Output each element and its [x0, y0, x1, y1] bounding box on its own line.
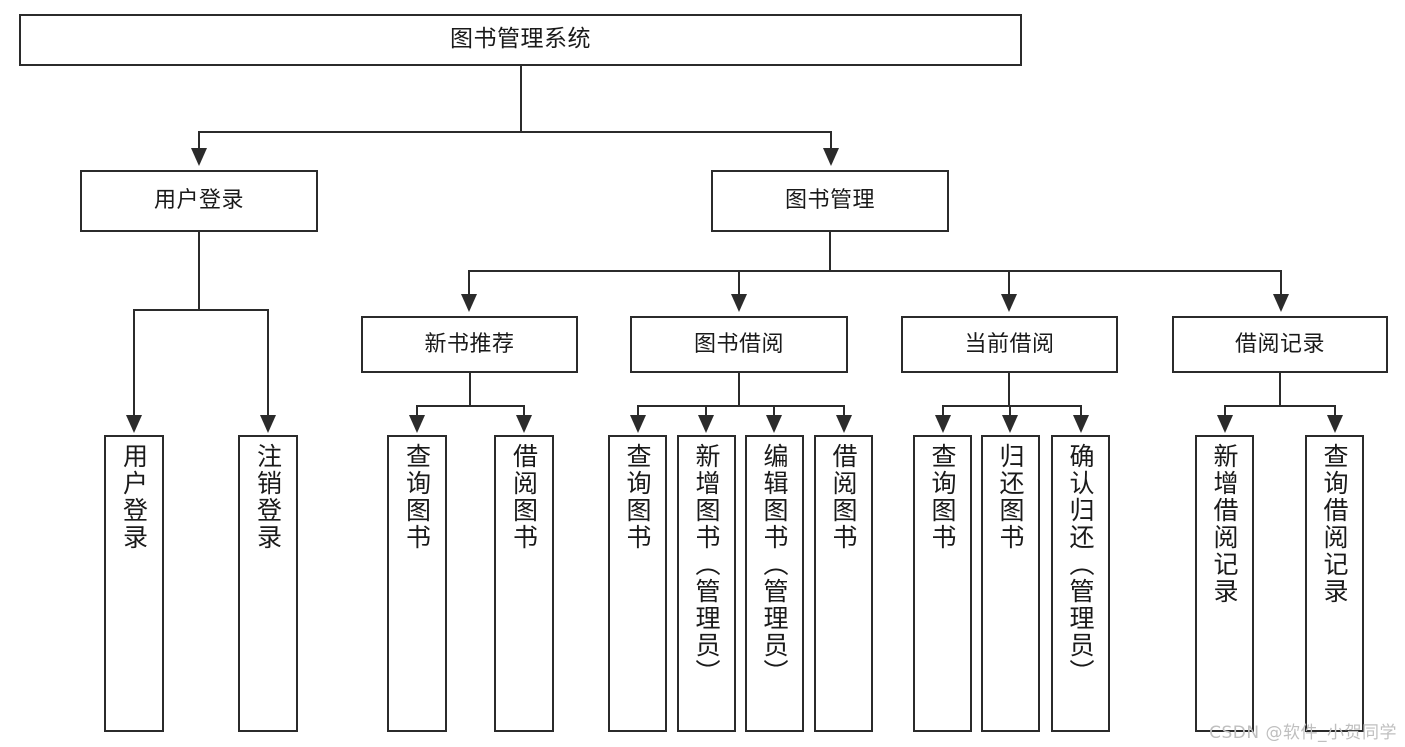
connector-borrow-record-drop-1: [1224, 405, 1226, 417]
arrow-to-borrow-book-1: [516, 415, 532, 433]
connector-borrow-record-stem: [1279, 373, 1281, 406]
node-label: 新书推荐: [424, 331, 515, 357]
node-root-book-management-system[interactable]: 图书管理系统: [19, 14, 1022, 66]
csdn-watermark: CSDN @软件_小贺同学: [1209, 723, 1397, 743]
connector-user-login-stem: [198, 232, 200, 310]
connector-borrow-record-bus: [1224, 405, 1336, 407]
node-book-management[interactable]: 图书管理: [711, 170, 949, 232]
arrow-to-query-borrow-record: [1327, 415, 1343, 433]
node-current-borrow[interactable]: 当前借阅: [901, 316, 1118, 373]
connector-book-borrow-drop-3: [773, 405, 775, 417]
arrow-to-current-borrow: [1001, 294, 1017, 312]
leaf-query-borrow-record[interactable]: 查询借阅记录: [1305, 435, 1364, 732]
connector-book-borrow-drop-2: [705, 405, 707, 417]
connector-level3-drop-2: [738, 270, 740, 296]
connector-root-drop-right: [830, 131, 832, 150]
node-label: 新增图书（管理员）: [692, 443, 721, 686]
connector-new-book-bus: [416, 405, 525, 407]
connector-current-borrow-bus: [942, 405, 1082, 407]
node-label: 图书管理: [784, 188, 875, 214]
node-label: 图书管理系统: [450, 26, 591, 53]
leaf-query-book-current[interactable]: 查询图书: [913, 435, 972, 732]
connector-book-borrow-drop-1: [637, 405, 639, 417]
leaf-query-book-borrow[interactable]: 查询图书: [608, 435, 667, 732]
node-book-borrow[interactable]: 图书借阅: [630, 316, 848, 373]
connector-user-login-drop-2: [267, 309, 269, 417]
arrow-to-user-login: [191, 148, 207, 166]
connector-current-borrow-drop-1: [942, 405, 944, 417]
leaf-add-borrow-record[interactable]: 新增借阅记录: [1195, 435, 1254, 732]
arrow-to-logout-leaf: [260, 415, 276, 433]
connector-level3-bus: [468, 270, 1282, 272]
leaf-return-book[interactable]: 归还图书: [981, 435, 1040, 732]
connector-new-book-drop-1: [416, 405, 418, 417]
node-label: 注销登录: [253, 443, 283, 551]
arrow-to-borrow-record: [1273, 294, 1289, 312]
arrow-to-confirm-return: [1073, 415, 1089, 433]
connector-borrow-record-drop-2: [1334, 405, 1336, 417]
arrow-to-return-book: [1002, 415, 1018, 433]
arrow-to-query-book-1: [409, 415, 425, 433]
connector-current-borrow-drop-3: [1080, 405, 1082, 417]
connector-new-book-stem: [469, 373, 471, 406]
arrow-to-add-book: [698, 415, 714, 433]
node-label: 查询借阅记录: [1320, 443, 1349, 605]
arrow-to-book-borrow: [731, 294, 747, 312]
arrow-to-query-book-2: [630, 415, 646, 433]
connector-root-stem: [520, 66, 522, 132]
node-label: 查询图书: [928, 443, 957, 551]
node-label: 确认归还（管理员）: [1066, 443, 1095, 686]
arrow-to-user-login-leaf: [126, 415, 142, 433]
leaf-confirm-return-admin[interactable]: 确认归还（管理员）: [1051, 435, 1110, 732]
node-label: 用户登录: [153, 188, 244, 214]
node-label: 当前借阅: [964, 331, 1055, 357]
connector-root-drop-left: [198, 131, 200, 150]
arrow-to-book-management: [823, 148, 839, 166]
connector-root-bus: [198, 131, 832, 133]
node-new-book-recommend[interactable]: 新书推荐: [361, 316, 578, 373]
node-label: 用户登录: [119, 443, 149, 551]
connector-book-management-stem: [829, 232, 831, 271]
connector-book-borrow-drop-4: [843, 405, 845, 417]
connector-user-login-bus: [133, 309, 269, 311]
arrow-to-borrow-book-2: [836, 415, 852, 433]
connector-level3-drop-1: [468, 270, 470, 296]
node-label: 查询图书: [402, 443, 432, 551]
connector-book-borrow-bus: [637, 405, 845, 407]
leaf-borrow-book[interactable]: 借阅图书: [814, 435, 873, 732]
node-label: 借阅图书: [829, 443, 858, 551]
connector-user-login-drop-1: [133, 309, 135, 417]
leaf-logout[interactable]: 注销登录: [238, 435, 298, 732]
node-label: 查询图书: [623, 443, 652, 551]
connector-new-book-drop-2: [523, 405, 525, 417]
connector-level3-drop-3: [1008, 270, 1010, 296]
leaf-borrow-book-new[interactable]: 借阅图书: [494, 435, 554, 732]
connector-level3-drop-4: [1280, 270, 1282, 296]
node-label: 编辑图书（管理员）: [760, 443, 789, 686]
connector-current-borrow-stem: [1008, 373, 1010, 406]
leaf-edit-book-admin[interactable]: 编辑图书（管理员）: [745, 435, 804, 732]
arrow-to-query-book-3: [935, 415, 951, 433]
node-user-login[interactable]: 用户登录: [80, 170, 318, 232]
connector-book-borrow-stem: [738, 373, 740, 406]
arrow-to-add-borrow-record: [1217, 415, 1233, 433]
node-label: 图书借阅: [693, 331, 784, 357]
leaf-user-login[interactable]: 用户登录: [104, 435, 164, 732]
arrow-to-edit-book: [766, 415, 782, 433]
node-borrow-record[interactable]: 借阅记录: [1172, 316, 1388, 373]
leaf-query-book-new[interactable]: 查询图书: [387, 435, 447, 732]
node-label: 借阅记录: [1234, 331, 1325, 357]
leaf-add-book-admin[interactable]: 新增图书（管理员）: [677, 435, 736, 732]
node-label: 新增借阅记录: [1210, 443, 1239, 605]
connector-current-borrow-drop-2: [1009, 405, 1011, 417]
arrow-to-new-book-recommend: [461, 294, 477, 312]
node-label: 归还图书: [996, 443, 1025, 551]
node-label: 借阅图书: [509, 443, 539, 551]
